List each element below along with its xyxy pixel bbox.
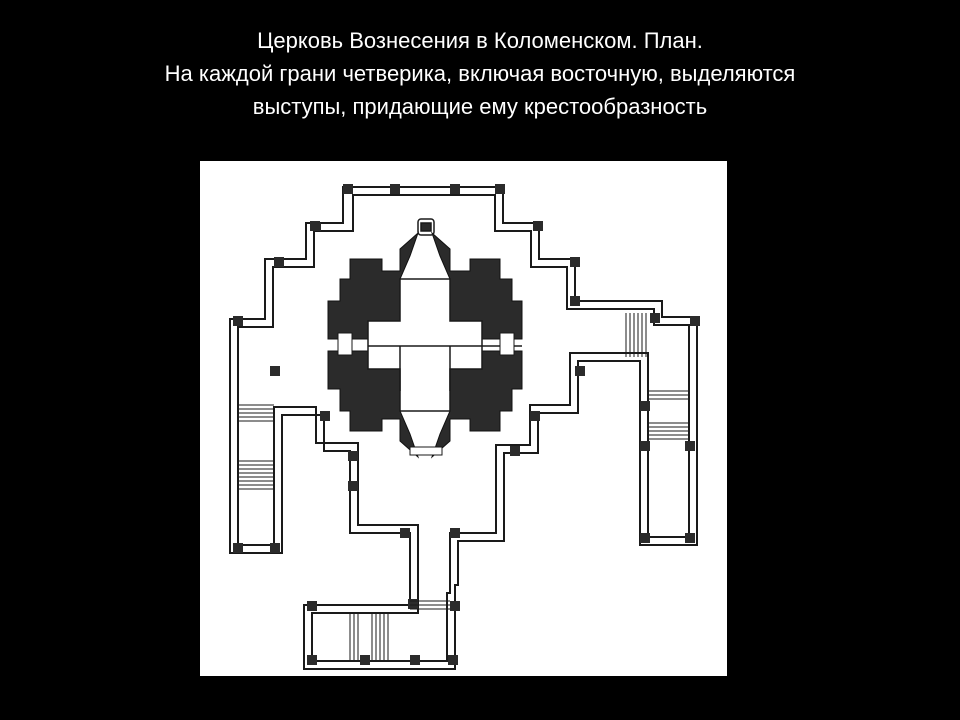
door-west: [337, 332, 353, 356]
pillar: [530, 411, 540, 421]
stairs-south: [349, 613, 389, 661]
pillar: [640, 533, 650, 543]
stairs-east-lower: [648, 390, 689, 440]
pillar: [450, 601, 460, 611]
pillar: [640, 441, 650, 451]
pillar: [343, 184, 353, 194]
pillar: [495, 184, 505, 194]
stairs-west-lower: [238, 460, 274, 490]
pillar: [360, 655, 370, 665]
pillar: [575, 366, 585, 376]
stairs-west-upper: [238, 404, 274, 422]
stairs-east-upper: [625, 313, 647, 357]
east-altar-niche: [417, 218, 435, 236]
wall-northeast: [430, 231, 523, 340]
gallery-outline: [229, 186, 698, 670]
central-quadrangle-walls: [327, 231, 523, 459]
pillar: [450, 528, 460, 538]
pillar: [233, 316, 243, 326]
door-south: [409, 446, 443, 456]
pillar: [390, 184, 400, 194]
pillar: [448, 655, 458, 665]
wall-southwest: [327, 350, 420, 459]
pillar: [450, 184, 460, 194]
title-line-2: На каждой грани четверика, включая восто…: [164, 61, 796, 86]
interior-cross-space: [367, 278, 522, 412]
floor-plan-drawing: [229, 184, 700, 670]
staircases: [238, 313, 689, 661]
pillar: [307, 655, 317, 665]
pillar: [690, 316, 700, 326]
pillar: [685, 533, 695, 543]
pillar: [400, 528, 410, 538]
door-east: [499, 332, 515, 356]
pillar: [570, 257, 580, 267]
pillar: [510, 446, 520, 456]
pillar: [307, 601, 317, 611]
church-floor-plan: [200, 161, 727, 676]
wall-southeast: [430, 350, 523, 459]
pillar: [408, 599, 418, 609]
pillar: [640, 401, 650, 411]
pillar: [348, 481, 358, 491]
gallery-inner-wall: [237, 194, 690, 662]
pillar: [410, 655, 420, 665]
pillar: [320, 411, 330, 421]
pillar: [313, 223, 321, 231]
pillar: [348, 451, 358, 461]
pillar: [533, 221, 543, 231]
gallery-pillars: [233, 184, 700, 665]
wall-northwest: [327, 231, 420, 340]
title-line-3: выступы, придающие ему крестообразность: [252, 94, 708, 119]
pillar: [570, 296, 580, 306]
title-line-1: Церковь Вознесения в Коломенском. План.: [257, 28, 703, 53]
cross-outline: [367, 278, 483, 412]
altar-niche: [417, 218, 435, 236]
pillar: [274, 257, 284, 267]
pillar: [650, 313, 660, 323]
doorways: [337, 332, 515, 456]
pillar: [270, 543, 280, 553]
pillar: [233, 543, 243, 553]
gallery-outer-wall: [229, 186, 698, 670]
slide-title: Церковь Вознесения в Коломенском. План. …: [0, 24, 960, 123]
pillar: [270, 366, 280, 376]
pillar: [685, 441, 695, 451]
stairs-south-landing: [410, 600, 450, 610]
